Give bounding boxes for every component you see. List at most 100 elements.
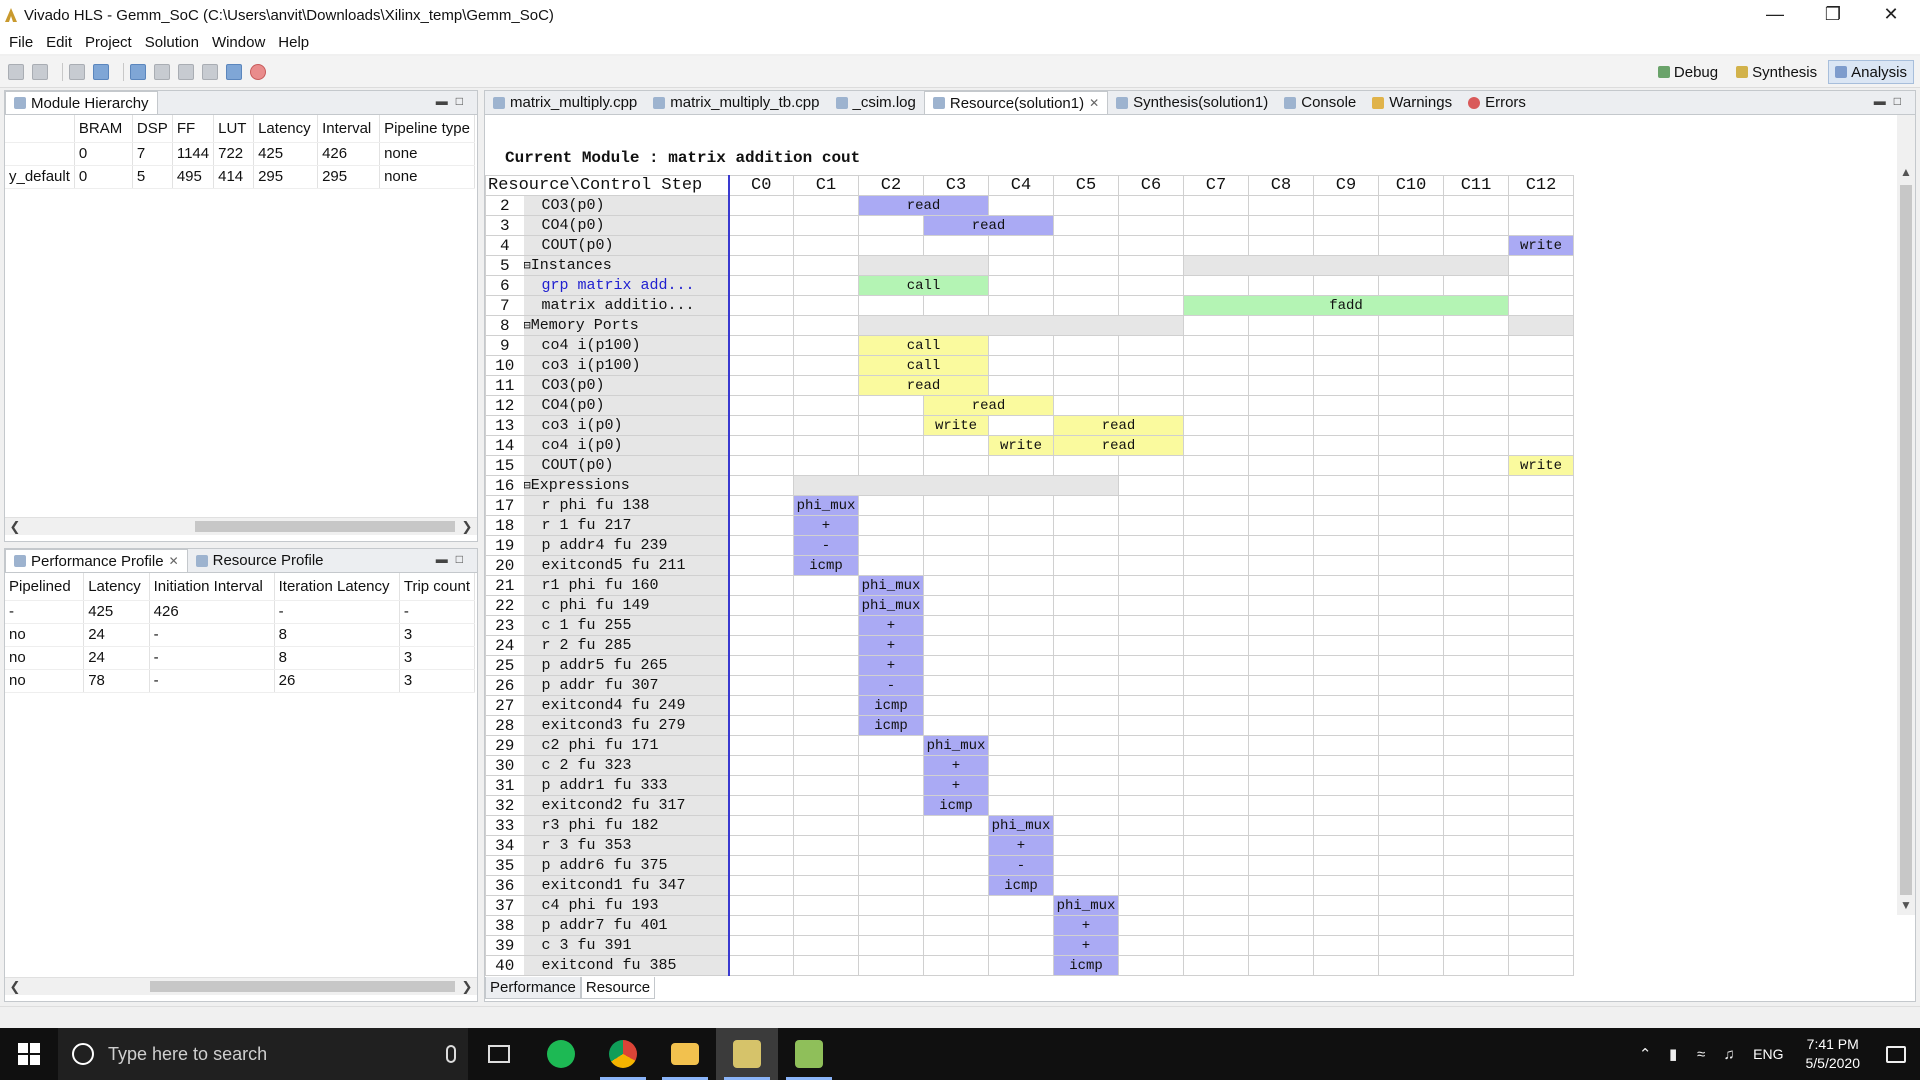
menu-edit[interactable]: Edit (46, 33, 73, 51)
open-report-icon[interactable] (202, 63, 218, 80)
resource-row[interactable]: 8⊟Memory Ports (485, 315, 1574, 336)
tab-performance[interactable]: Performance (485, 977, 581, 999)
scroll-right-icon[interactable]: ❯ (461, 519, 473, 534)
table-row[interactable]: y_default 0 5 495 414 295 295 none (5, 165, 475, 189)
open-wave-viewer-icon[interactable] (226, 63, 242, 80)
save-icon[interactable] (8, 63, 24, 80)
tab-warnings[interactable]: Warnings (1364, 91, 1460, 114)
column-header[interactable]: LUT (213, 115, 255, 143)
tab-synthesis-solution1[interactable]: Synthesis(solution1) (1108, 91, 1276, 114)
tab-resource-profile[interactable]: Resource Profile (188, 549, 332, 572)
resource-group-label[interactable]: ⊟Expressions (523, 475, 730, 496)
menu-project[interactable]: Project (85, 33, 132, 51)
tab-module-hierarchy[interactable]: Module Hierarchy (5, 91, 158, 114)
resource-row[interactable]: 5⊟Instances (485, 255, 1574, 276)
tab-matrix-multiply-cpp[interactable]: matrix_multiply.cpp (485, 91, 645, 114)
scroll-left-icon[interactable]: ❮ (9, 979, 21, 994)
column-header[interactable]: Pipeline type (379, 115, 475, 143)
microphone-icon[interactable] (446, 1045, 456, 1063)
tab-matrix-multiply-tb-cpp[interactable]: matrix_multiply_tb.cpp (645, 91, 827, 114)
column-header[interactable]: Pipelined (5, 573, 85, 601)
tab-performance-profile[interactable]: Performance Profile ✕ (5, 549, 188, 572)
taskbar-spotify[interactable] (530, 1028, 592, 1080)
tab-csim-log[interactable]: _csim.log (828, 91, 924, 114)
menu-file[interactable]: File (9, 33, 34, 51)
taskbar-file-explorer[interactable] (654, 1028, 716, 1080)
column-header[interactable]: Trip count (399, 573, 476, 601)
scroll-up-icon[interactable]: ▲ (1900, 165, 1912, 179)
restore-icon[interactable]: ❐ (1824, 4, 1842, 24)
collapse-icon[interactable]: ⊟ (523, 479, 531, 493)
column-header[interactable] (5, 115, 75, 143)
close-icon[interactable]: ✕ (1883, 4, 1899, 24)
column-header[interactable]: Latency (253, 115, 319, 143)
tab-resource[interactable]: Resource (580, 977, 656, 999)
horizontal-scrollbar[interactable]: ❮ ❯ (5, 517, 477, 535)
minimize-maximize-icons[interactable]: ▬□ (435, 94, 471, 108)
delete-icon[interactable] (69, 63, 85, 80)
project-settings-icon[interactable] (130, 63, 146, 80)
menu-help[interactable]: Help (278, 33, 310, 51)
compare-reports-icon[interactable] (178, 63, 194, 80)
table-row[interactable]: 0 7 1144 722 425 426 none (5, 142, 475, 166)
column-header[interactable]: BRAM (74, 115, 133, 143)
minimize-icon[interactable]: — (1766, 4, 1784, 24)
table-row[interactable]: no 24 - 8 3 (5, 623, 476, 647)
menu-solution[interactable]: Solution (144, 33, 199, 51)
close-tab-icon[interactable]: ✕ (1089, 96, 1100, 110)
language-indicator[interactable]: ENG (1753, 1046, 1784, 1062)
show-hidden-icons-icon[interactable]: ⌃ (1638, 1046, 1652, 1063)
collapse-icon[interactable]: ⊟ (523, 259, 531, 273)
clock[interactable]: 7:41 PM 5/5/2020 (1806, 1035, 1861, 1073)
collapse-icon[interactable]: ⊟ (523, 319, 531, 333)
resource-group-label[interactable]: ⊟Instances (523, 255, 730, 276)
refresh-icon[interactable] (250, 63, 266, 80)
tab-console[interactable]: Console (1276, 91, 1364, 114)
scroll-left-icon[interactable]: ❮ (9, 519, 21, 534)
minimize-maximize-icons[interactable]: ▬□ (435, 552, 471, 566)
taskbar-vivado-hls[interactable] (716, 1028, 778, 1080)
column-header[interactable]: DSP (132, 115, 173, 143)
taskbar-search[interactable]: Type here to search (58, 1028, 468, 1080)
table-row[interactable]: no 78 - 26 3 (5, 669, 476, 693)
battery-icon[interactable]: ▮ (1669, 1046, 1678, 1063)
resource-label[interactable]: grp matrix add... (523, 275, 730, 296)
close-tab-icon[interactable]: ✕ (168, 554, 179, 568)
horizontal-scrollbar[interactable]: ❮ ❯ (5, 977, 477, 995)
task-view-button[interactable] (468, 1028, 530, 1080)
column-header[interactable]: FF (172, 115, 215, 143)
save-all-icon[interactable] (32, 63, 48, 80)
scroll-down-icon[interactable]: ▼ (1900, 898, 1912, 912)
column-header[interactable]: Interval (317, 115, 381, 143)
scroll-thumb[interactable] (150, 981, 455, 992)
